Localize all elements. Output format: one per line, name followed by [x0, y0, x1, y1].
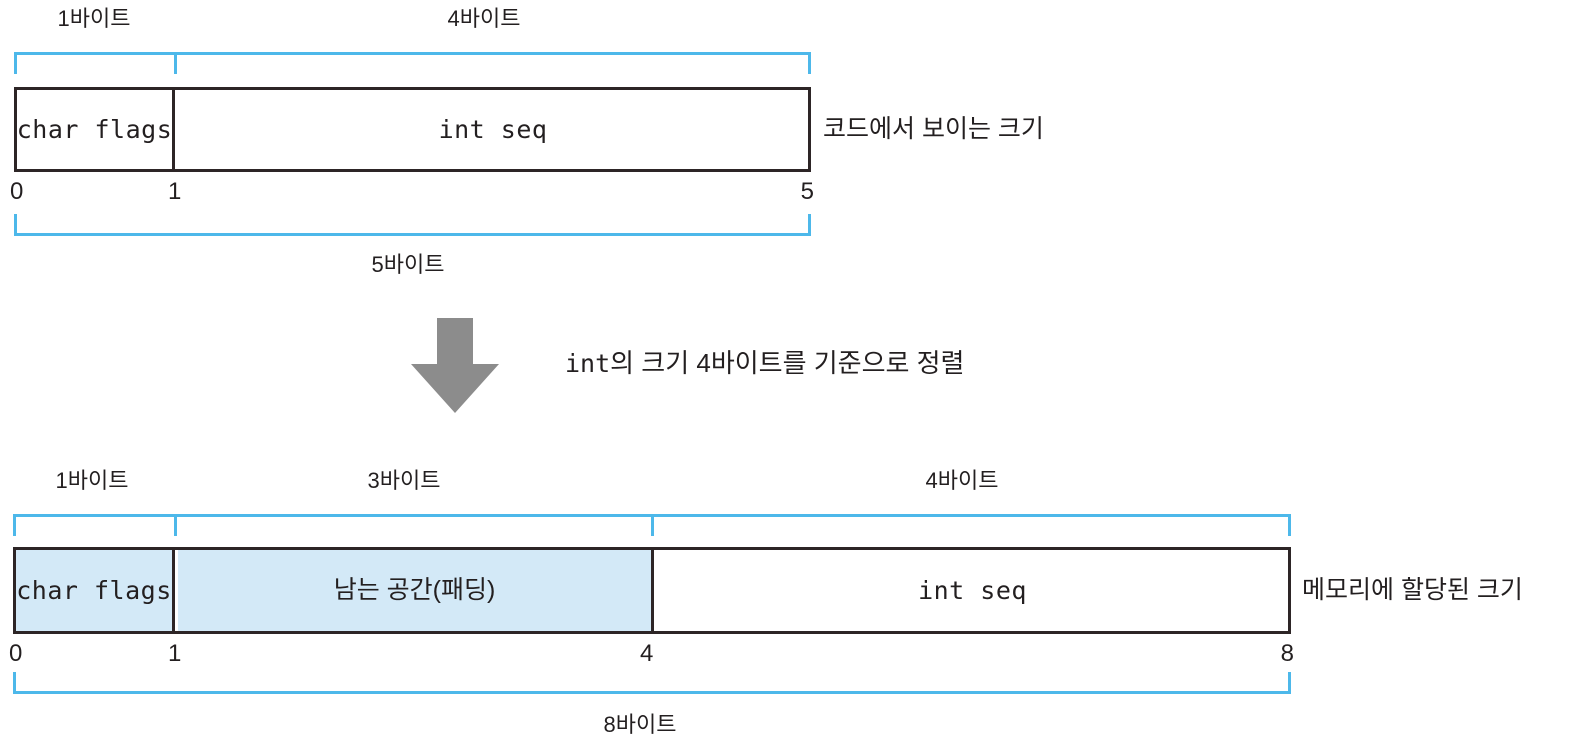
bottom-struct-box: char flags 남는 공간(패딩) int seq — [13, 547, 1291, 634]
transition-label-keyword: int — [565, 349, 611, 378]
bottom-tick-0: 0 — [9, 640, 23, 667]
top-cell-char-flags-label: char flags — [16, 115, 173, 144]
bottom-tick-8: 8 — [1280, 640, 1294, 667]
down-arrow-icon — [409, 318, 501, 414]
bottom-side-label: 메모리에 할당된 크기 — [1302, 576, 1523, 604]
transition-label: int의 크기 4바이트를 기준으로 정렬 — [565, 350, 964, 376]
bottom-cell-char-flags: char flags — [16, 550, 175, 631]
bottom-cell-padding: 남는 공간(패딩) — [178, 550, 654, 631]
bottom-tick-1: 1 — [168, 640, 182, 667]
top-segment-label-1byte: 1바이트 — [57, 6, 131, 31]
top-tick-1: 1 — [168, 178, 182, 205]
bottom-tick-4: 4 — [640, 640, 654, 667]
top-struct-box: char flags int seq — [14, 87, 811, 172]
bottom-total-bracket — [13, 672, 1291, 694]
bottom-cell-padding-label: 남는 공간(패딩) — [333, 576, 496, 604]
bottom-bracket-tick-1 — [174, 514, 177, 536]
top-bracket-tick-1 — [174, 52, 177, 74]
top-cell-char-flags: char flags — [17, 90, 175, 169]
top-tick-0: 0 — [10, 178, 24, 205]
top-total-label: 5바이트 — [371, 252, 445, 277]
bottom-total-label: 8바이트 — [603, 712, 677, 737]
bottom-cell-int-seq: int seq — [657, 550, 1288, 631]
transition-label-rest: 의 크기 4바이트를 기준으로 정렬 — [610, 348, 965, 378]
bottom-bracket-tick-4 — [651, 514, 654, 536]
bottom-segment-label-4byte: 4바이트 — [925, 468, 999, 493]
top-cell-int-seq: int seq — [178, 90, 808, 169]
bottom-cell-int-seq-label: int seq — [918, 576, 1027, 605]
top-bracket — [14, 52, 811, 74]
top-tick-5: 5 — [800, 178, 814, 205]
bottom-segment-label-3byte: 3바이트 — [367, 468, 441, 493]
bottom-cell-char-flags-label: char flags — [16, 576, 172, 605]
top-side-label: 코드에서 보이는 크기 — [823, 115, 1044, 143]
top-total-bracket — [14, 214, 811, 236]
top-segment-label-4byte: 4바이트 — [447, 6, 521, 31]
top-cell-int-seq-label: int seq — [438, 115, 548, 144]
bottom-segment-label-1byte: 1바이트 — [55, 468, 129, 493]
